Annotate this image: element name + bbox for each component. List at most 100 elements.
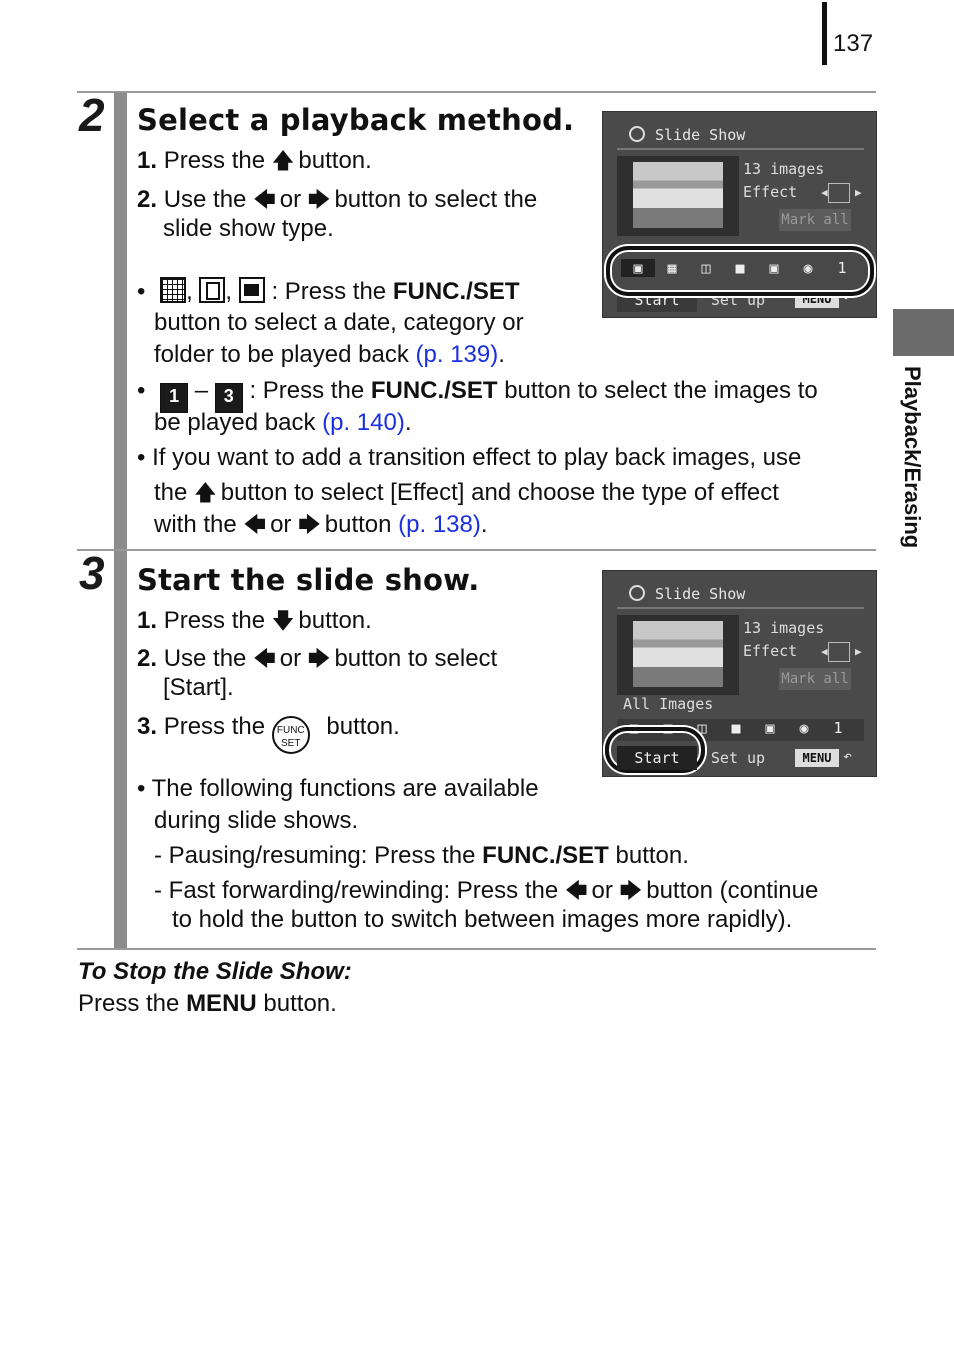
all-images-selected-icon[interactable]: ▣ xyxy=(621,259,655,277)
bullet: • xyxy=(137,444,146,471)
step-2-bullet-1-line-2: button to select a date, category or xyxy=(154,309,524,336)
instruction-text: folder to be played back xyxy=(154,341,409,368)
mark-icon[interactable]: 1 xyxy=(833,719,843,737)
folder-icon[interactable]: ■ xyxy=(735,259,745,277)
page-link-138[interactable]: (p. 138) xyxy=(398,511,481,538)
slideshow-icon xyxy=(629,126,645,142)
step-3-instruction-2-cont: [Start]. xyxy=(163,674,234,701)
effect-icon xyxy=(828,183,850,203)
up-arrow-icon: 🡅 xyxy=(194,480,217,505)
effect-left-icon: ◀ xyxy=(821,186,828,199)
mark-all-button[interactable]: Mark all xyxy=(779,209,851,231)
bullet: • xyxy=(137,278,146,305)
comma: , xyxy=(186,278,193,305)
menu-button-icon[interactable]: MENU xyxy=(795,749,839,767)
step-3-bullet-1: • The following functions are available xyxy=(137,775,539,803)
step-3-sub-item-2-line-2: to hold the button to switch between ima… xyxy=(172,906,793,933)
image-count: 13 images xyxy=(743,160,825,178)
effect-icon xyxy=(828,642,850,662)
menu-label: MENU xyxy=(186,990,257,1017)
instruction-text: or xyxy=(279,186,302,213)
instruction-text: be played back xyxy=(154,409,316,436)
effect-right-icon: ▶ xyxy=(855,186,862,199)
step-2-instruction-1: 1. Press the 🡅 button. xyxy=(137,144,372,182)
effect-left-icon: ◀ xyxy=(821,645,828,658)
section-rule-top xyxy=(77,91,876,93)
beach-thumbnail-image xyxy=(633,621,723,687)
step-3-number: 3 xyxy=(79,547,105,599)
instruction-text: Fast forwarding/rewinding: Press the xyxy=(168,877,559,904)
date-icon[interactable]: ▦ xyxy=(667,259,677,277)
step-2-number: 2 xyxy=(79,89,105,141)
camera-screen-playback-method: Slide Show 13 images Effect ◀ ▶ Mark all… xyxy=(602,111,877,318)
all-images-label: All Images xyxy=(623,695,714,713)
effect-right-icon: ▶ xyxy=(855,645,862,658)
step-2-bullet-2: • 1 – 3 : Press the FUNC./SET button to … xyxy=(137,377,818,413)
instruction-text: with the xyxy=(154,511,237,538)
step-2-bullet-2-line-2: be played back (p. 140). xyxy=(154,409,412,437)
instruction-text: button xyxy=(324,511,392,538)
instruction-text: Press the xyxy=(163,147,266,174)
left-arrow-icon: 🡄 xyxy=(243,512,267,537)
chapter-tab-label: Playback/Erasing xyxy=(900,366,925,549)
func-set-label: FUNC./SET xyxy=(482,842,609,869)
step-2-bullet-3-line-2: the 🡅 button to select [Effect] and choo… xyxy=(154,476,779,514)
date-grid-icon xyxy=(160,277,187,303)
still-icon[interactable]: ◉ xyxy=(803,259,813,277)
instruction-text: Press the xyxy=(78,990,180,1017)
mark-all-button[interactable]: Mark all xyxy=(779,668,851,690)
instruction-text: or xyxy=(270,511,292,538)
start-button[interactable]: Start xyxy=(617,746,697,770)
instruction-text: Press the xyxy=(163,713,266,740)
return-icon: ↶ xyxy=(843,747,853,765)
up-arrow-icon: 🡅 xyxy=(271,148,295,173)
period: . xyxy=(404,409,412,436)
header-rule xyxy=(822,2,827,65)
page-link-139[interactable]: (p. 139) xyxy=(415,341,499,368)
step-2-bullet-3-line-3: with the 🡄 or 🡆 button (p. 138). xyxy=(154,508,488,546)
folder-icon[interactable]: ■ xyxy=(731,719,741,737)
instruction-number: 3. xyxy=(137,713,158,740)
category-icon[interactable]: ◫ xyxy=(701,259,711,277)
movie-icon[interactable]: ▣ xyxy=(765,719,775,737)
right-arrow-icon: 🡆 xyxy=(298,512,321,537)
movie-icon[interactable]: ▣ xyxy=(769,259,779,277)
instruction-number: 2. xyxy=(137,186,158,213)
effect-label: Effect xyxy=(743,183,798,201)
instruction-text: Pausing/resuming: Press the xyxy=(168,842,476,869)
page-link-140[interactable]: (p. 140) xyxy=(322,409,405,436)
playback-type-icon-row-highlighted[interactable]: ▣ ▦ ◫ ■ ▣ ◉ 1 xyxy=(621,259,860,281)
step-3-sub-item-1: - Pausing/resuming: Press the FUNC./SET … xyxy=(154,842,689,870)
slideshow-icon xyxy=(629,585,645,601)
step-2-bullet-1-line-3: folder to be played back (p. 139). xyxy=(154,341,505,369)
beach-thumbnail-image xyxy=(633,162,723,228)
down-arrow-icon: 🡇 xyxy=(271,608,295,633)
category-icon xyxy=(199,277,226,303)
thumbnail-frame xyxy=(617,615,739,695)
step-2-bar xyxy=(114,93,127,549)
instruction-text: button to select the images to xyxy=(504,377,818,404)
still-icon[interactable]: ◉ xyxy=(799,719,809,737)
bullet: • xyxy=(137,377,146,404)
stop-slideshow-heading: To Stop the Slide Show: xyxy=(78,958,352,985)
screen-divider xyxy=(617,607,864,609)
setup-button[interactable]: Set up xyxy=(710,749,766,767)
instruction-text: : Press the xyxy=(249,377,365,404)
instruction-text: button. xyxy=(326,713,400,740)
instruction-text: or xyxy=(591,877,613,904)
instruction-text: : Press the xyxy=(271,278,387,305)
mark-3-icon: 3 xyxy=(214,383,243,413)
instruction-text: button to select [Effect] and choose the… xyxy=(220,479,779,506)
instruction-text: button (continue xyxy=(646,877,819,904)
step-3-title: Start the slide show. xyxy=(137,563,480,597)
func-label: FUNC xyxy=(276,725,305,736)
instruction-number: 1. xyxy=(137,147,158,174)
left-arrow-icon: 🡄 xyxy=(253,646,276,671)
mark-icon[interactable]: 1 xyxy=(837,259,847,277)
category-icon[interactable]: ◫ xyxy=(697,719,707,737)
step-2-instruction-2-cont: slide show type. xyxy=(163,215,334,242)
step-2-bullet-3: • If you want to add a transition effect… xyxy=(137,444,801,472)
folder-icon xyxy=(238,277,265,303)
instruction-text: the xyxy=(154,479,188,506)
